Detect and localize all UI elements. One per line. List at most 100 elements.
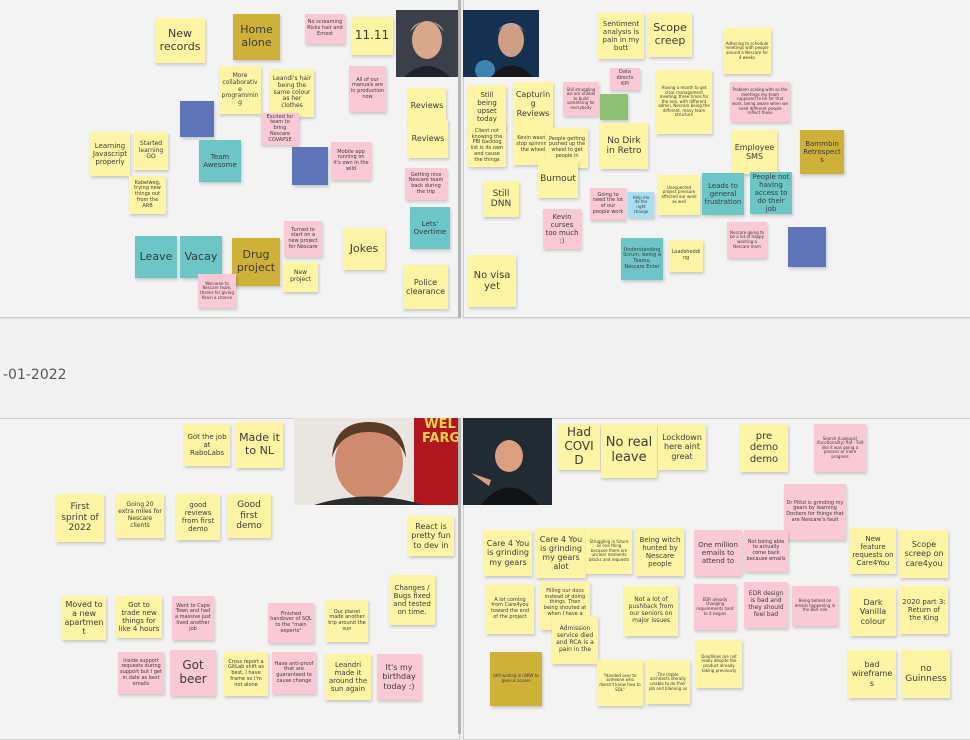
sticky-note[interactable]: Deadlines are not really despite the pro… bbox=[696, 640, 742, 688]
sticky-note[interactable]: Changes / Bugs fixed and tested on time. bbox=[389, 575, 435, 625]
sticky-note[interactable]: Search (Lookups) (functionality) flat - … bbox=[814, 424, 866, 472]
sticky-note[interactable]: Made it to NL bbox=[236, 422, 283, 468]
sticky-note[interactable]: 11.11 bbox=[351, 17, 393, 55]
sticky-note[interactable]: Good first demo bbox=[227, 494, 271, 538]
sticky-note[interactable]: Being behind on emails happening in the … bbox=[792, 586, 838, 626]
sticky-note[interactable]: Kabelweg, trying new things out from the… bbox=[129, 176, 166, 214]
photo-portrait-bottom-left[interactable]: WEL FARG bbox=[294, 418, 458, 505]
sticky-note[interactable]: Understanding Scrum, being a Teams, Nesc… bbox=[621, 238, 663, 280]
sticky-note[interactable]: Still waiting on BRW to give us access bbox=[490, 652, 542, 706]
sticky-note[interactable]: Got beer bbox=[170, 650, 216, 696]
sticky-note[interactable]: Client not knowing the PBI backlog list … bbox=[468, 125, 506, 167]
sticky-note[interactable]: Team Awesome bbox=[199, 140, 241, 182]
sticky-note[interactable]: Turned to start on a new project for Nes… bbox=[284, 221, 322, 257]
sticky-note[interactable]: Burnout bbox=[538, 160, 578, 198]
sticky-note[interactable]: No screaming Ricks hair and Ernest bbox=[305, 14, 345, 44]
sticky-note[interactable]: Leandi's hair being the same colour as h… bbox=[270, 69, 314, 117]
sticky-note[interactable]: Help me do the right change bbox=[628, 192, 654, 218]
sticky-note[interactable]: Employee SMS bbox=[732, 130, 777, 174]
sticky-note[interactable]: Lockdown here aint great bbox=[658, 424, 706, 470]
sticky-note[interactable]: Loadshedding bbox=[669, 240, 703, 272]
sticky-note[interactable]: Still being upset today bbox=[468, 85, 506, 129]
sticky-note[interactable]: Nescare going to be a lot of happy wanti… bbox=[727, 222, 767, 258]
sticky-note[interactable]: Still DNN bbox=[483, 181, 519, 217]
sticky-note[interactable]: Welcome to Nescare team, thanks for givi… bbox=[198, 274, 236, 308]
sticky-note[interactable]: Excited for team to bring Nescare COVAPS… bbox=[261, 113, 299, 145]
sticky-note[interactable]: New feature requests on Care4You bbox=[850, 528, 896, 574]
sticky-note[interactable]: good reviews from first demo bbox=[176, 494, 220, 540]
sticky-note[interactable]: Going to need the lot of our people work bbox=[590, 188, 626, 220]
sticky-note[interactable]: Unexpected project pressure affected our… bbox=[658, 175, 700, 215]
sticky-note[interactable]: Bammbin Retrospects bbox=[800, 130, 844, 174]
sticky-note[interactable]: Being witch hunted by Nescare people bbox=[636, 528, 684, 576]
sticky-note[interactable] bbox=[180, 101, 214, 137]
sticky-note[interactable]: Lets' Overtime bbox=[410, 207, 450, 249]
sticky-note[interactable]: New project bbox=[283, 262, 318, 292]
sticky-note[interactable]: Dr Pittzi is grinding my gears by learni… bbox=[784, 484, 846, 540]
sticky-note[interactable]: Going 20 extra miles for Nescare clients bbox=[116, 494, 164, 538]
sticky-note[interactable]: People not having access to do their job bbox=[750, 172, 792, 214]
sticky-note[interactable]: Kevin curses too much :) bbox=[543, 209, 581, 249]
sticky-note[interactable]: Scope creep bbox=[648, 13, 692, 57]
photo-speaker-top-right[interactable] bbox=[463, 10, 539, 77]
sticky-note[interactable]: The ctable architects literally unable t… bbox=[646, 660, 690, 704]
sticky-note[interactable]: Cross report a GitLab shift as best, I h… bbox=[224, 652, 268, 696]
sticky-note[interactable]: bad wireframes bbox=[848, 650, 896, 698]
sticky-note[interactable]: Jokes bbox=[343, 228, 385, 270]
sticky-note[interactable]: Mobile app running on it's own in the wi… bbox=[331, 142, 371, 180]
sticky-note[interactable]: No Dirk in Retro bbox=[600, 123, 648, 169]
sticky-note[interactable] bbox=[292, 147, 328, 185]
sticky-note[interactable]: Data directs KPI bbox=[610, 68, 640, 90]
sticky-note[interactable]: Not being able to actually come back bec… bbox=[744, 530, 788, 572]
sticky-note[interactable]: Drug project bbox=[232, 238, 280, 286]
sticky-note[interactable]: React is pretty fun to dev in bbox=[408, 516, 454, 556]
sticky-note[interactable]: Care 4 You is grinding my gears alot bbox=[536, 528, 586, 578]
sticky-note[interactable]: All of our manuals are in production now bbox=[349, 66, 386, 112]
sticky-note[interactable] bbox=[600, 94, 628, 120]
sticky-note[interactable]: Moved to a new apartment bbox=[62, 596, 106, 640]
sticky-note[interactable]: Capturing Reviews bbox=[513, 82, 553, 126]
sticky-note[interactable]: 2020 part 3: Return of the King bbox=[900, 586, 948, 634]
sticky-note[interactable]: A lot coming from Care4you toward the en… bbox=[486, 584, 534, 634]
sticky-note[interactable]: Got the job at RaboLabs bbox=[184, 424, 230, 466]
sticky-note[interactable]: Home alone bbox=[233, 14, 280, 60]
sticky-note[interactable]: Still struggling we are unable to build … bbox=[563, 82, 599, 116]
sticky-note[interactable]: More collaborative programming bbox=[219, 66, 261, 114]
sticky-note[interactable]: Leads to general frustration bbox=[702, 173, 744, 215]
sticky-note[interactable]: pre demo demo bbox=[740, 424, 788, 472]
sticky-note[interactable]: Got to trade new things for like 4 hours bbox=[116, 596, 162, 638]
sticky-note[interactable]: Finished handover of SQL to the "main ex… bbox=[268, 603, 314, 643]
sticky-note[interactable]: Sentiment analysis is pain in my butt bbox=[598, 13, 644, 59]
sticky-note[interactable]: First sprint of 2022 bbox=[56, 494, 104, 542]
sticky-note[interactable]: Started learning GO bbox=[134, 132, 168, 170]
sticky-note[interactable]: Learning Javascript properly bbox=[90, 132, 130, 176]
sticky-note[interactable]: It's my birthday today :) bbox=[377, 654, 421, 700]
sticky-note[interactable]: Inside support requests during support b… bbox=[118, 652, 164, 694]
sticky-note[interactable]: Scope screep on care4you bbox=[900, 530, 948, 578]
sticky-note[interactable]: One million emails to attend to bbox=[694, 530, 742, 576]
sticky-note[interactable]: Our planet made another trip around the … bbox=[326, 600, 368, 642]
photo-singer-bottom-right[interactable] bbox=[463, 418, 552, 505]
sticky-note[interactable]: "Handed over to someone who doesn't know… bbox=[597, 660, 643, 706]
photo-portrait-top-left[interactable] bbox=[396, 10, 458, 77]
sticky-note[interactable]: Care 4 You is grinding my gears bbox=[484, 530, 532, 576]
sticky-note[interactable]: Problem scaling with so the meetings my … bbox=[730, 82, 790, 122]
sticky-note[interactable]: Admission service died and RCA is a pain… bbox=[552, 616, 598, 664]
sticky-note[interactable]: Went to Cape Town and had a massive just… bbox=[172, 596, 214, 640]
sticky-note[interactable]: EDR design is bad and they should feel b… bbox=[744, 582, 788, 628]
sticky-note[interactable]: no Guinness bbox=[902, 650, 950, 698]
sticky-note[interactable]: New records bbox=[155, 18, 205, 63]
sticky-note[interactable]: Getting nice Nescare team back during th… bbox=[405, 168, 447, 200]
sticky-note[interactable]: Had COVID bbox=[558, 424, 600, 470]
sticky-note[interactable]: Leandri made it around the sun again bbox=[325, 654, 371, 700]
sticky-note[interactable] bbox=[788, 227, 826, 267]
sticky-note[interactable]: Reviews bbox=[408, 120, 448, 158]
sticky-note[interactable]: Struggling in future as one thing becaus… bbox=[586, 528, 632, 574]
sticky-note[interactable]: Having a month to get clear management m… bbox=[656, 70, 712, 134]
sticky-note[interactable]: Adhering to schedule meetings with peopl… bbox=[723, 28, 771, 74]
sticky-note[interactable]: Dark Vanilla colour bbox=[850, 588, 896, 636]
sticky-note[interactable]: Not a lot of pushback from our seniors o… bbox=[624, 586, 678, 636]
sticky-note[interactable]: No visa yet bbox=[468, 255, 516, 307]
sticky-note[interactable]: No real leave bbox=[601, 424, 657, 478]
sticky-note[interactable]: Vacay bbox=[180, 236, 222, 278]
